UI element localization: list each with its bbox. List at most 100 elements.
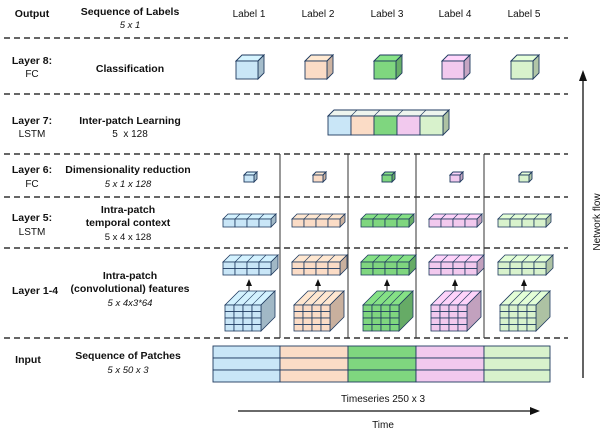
feature-slab-5-cell	[509, 268, 523, 276]
feature-slab-4-cell	[452, 268, 466, 276]
output-label-5: Label 5	[508, 9, 541, 20]
reduction-cube-1-front	[243, 174, 255, 183]
output-label-2: Label 2	[302, 9, 335, 20]
feature-slab-2-cell	[315, 261, 329, 269]
output-label-3: Label 3	[371, 9, 404, 20]
patch-dividers	[279, 154, 485, 338]
conv-block-3-cell	[380, 317, 391, 325]
conv-block-2-cell	[293, 311, 304, 319]
lstm-strip-1-top-line	[258, 213, 265, 220]
lstm-strip-1-cell	[246, 218, 260, 228]
feature-slab-4-cell	[452, 261, 466, 269]
conv-block-1-top-line	[233, 290, 249, 306]
lstm-strip-5-top-line	[521, 213, 528, 220]
feature-arrow-head-5	[521, 279, 527, 286]
conv-block-2-top-line	[302, 290, 318, 306]
network-flow-arrow-head	[579, 70, 587, 81]
conv-block-1-cell	[224, 311, 235, 319]
conv-block-5-cell	[517, 311, 528, 319]
conv-block-5-cell	[499, 304, 510, 312]
conv-block-5-cell	[508, 317, 519, 325]
conv-block-1-cell	[224, 317, 235, 325]
input-patch-4-row-1	[415, 345, 485, 359]
lstm-strip-3-top-line	[372, 213, 379, 220]
lstm-strip-5-cell	[533, 218, 547, 228]
conv-block-5-cell	[508, 324, 519, 332]
row-layer7-title: Inter-patch Learning	[79, 115, 181, 127]
classification-cube-5	[509, 53, 541, 81]
input-patch-1-row-1	[212, 345, 281, 359]
feature-slab-5-cell	[521, 261, 535, 269]
lstm-strip-5-top-line	[533, 213, 540, 220]
conv-block-2-cell	[320, 324, 331, 332]
conv-block-5-cell	[517, 317, 528, 325]
input-patch-3-row-2	[347, 357, 417, 371]
lstm-strip-2-cell	[327, 218, 341, 228]
lstm-strip-2-top-line	[327, 213, 334, 220]
row-layer5-layer: Layer 5:	[12, 212, 52, 224]
conv-block-3-cell	[371, 311, 382, 319]
feature-slab-1-top-line	[258, 254, 267, 263]
feature-arrow-head-3	[384, 279, 390, 286]
feature-slab-3-cell	[360, 261, 374, 269]
feature-slab-5	[497, 254, 554, 276]
row-labels: Output Sequence of Labels 5 x 1 Layer 8:…	[12, 6, 191, 376]
lstm-strip-5	[497, 213, 552, 228]
feature-slab-2-cell	[291, 261, 305, 269]
conv-block-1-cell	[251, 317, 262, 325]
conv-block-5-cell	[499, 324, 510, 332]
conv-block-4-top-line	[448, 290, 464, 306]
feature-slab-2-cell	[327, 261, 341, 269]
feature-slab-3-cell	[384, 268, 398, 276]
diagram-shapes	[212, 53, 554, 383]
feature-slab-1-cell	[222, 261, 236, 269]
input-patch-4-row-3	[415, 369, 485, 383]
lstm-strip-3-top-line	[396, 213, 403, 220]
classification-cube-1-front	[235, 60, 259, 80]
inter-patch-bar-top-line	[373, 109, 381, 117]
row-input-dims: 5 x 50 x 3	[107, 365, 149, 376]
row-output-dims: 5 x 1	[120, 20, 141, 31]
conv-block-4-cell	[430, 317, 441, 325]
conv-block-3-top-line	[389, 290, 405, 306]
reduction-cube-3	[380, 170, 397, 184]
network-flow-arrow	[579, 70, 587, 378]
conv-block-5-top-line	[508, 290, 524, 306]
conv-block-3-cell	[389, 317, 400, 325]
conv-block-4-cell	[439, 324, 450, 332]
classification-cube-1	[234, 53, 266, 81]
conv-block-2-cell	[302, 304, 313, 312]
lstm-strip-2	[291, 213, 346, 228]
conv-block-2-cell	[320, 311, 331, 319]
conv-block-4-cell	[448, 304, 459, 312]
row-layer1-4-title-1: Intra-patch	[103, 270, 157, 282]
lstm-strip-5-cell	[509, 218, 523, 228]
feature-slab-5-cell	[533, 261, 547, 269]
lstm-strip-4	[428, 213, 483, 228]
lstm-strip-5-cell	[521, 218, 535, 228]
lstm-strip-4-cell	[452, 218, 466, 228]
reduction-cube-2-front	[312, 174, 324, 183]
input-patch-3-row-3	[347, 369, 417, 383]
feature-slab-1-cell	[234, 261, 248, 269]
lstm-strip-1-cell	[258, 218, 272, 228]
conv-block-1-cell	[233, 324, 244, 332]
network-flow-label: Network flow	[592, 193, 603, 251]
row-input-layer: Input	[15, 354, 41, 366]
conv-block-2-cell	[311, 317, 322, 325]
conv-block-5-cell	[508, 311, 519, 319]
conv-block-1-top-line	[242, 290, 258, 306]
lstm-strip-3-cell	[372, 218, 386, 228]
row-output-title: Sequence of Labels	[81, 6, 180, 18]
conv-block-2-cell	[320, 317, 331, 325]
conv-block-3-top-line	[371, 290, 387, 306]
reduction-cube-1	[242, 170, 259, 184]
row-input-title: Sequence of Patches	[75, 350, 181, 362]
conv-block-5-cell	[517, 304, 528, 312]
input-patch-2-row-3	[279, 369, 349, 383]
inter-patch-bar-cell-4	[396, 115, 421, 136]
feature-slab-1	[222, 254, 279, 276]
lstm-strip-3-cell	[384, 218, 398, 228]
time-label: Time	[372, 420, 394, 431]
